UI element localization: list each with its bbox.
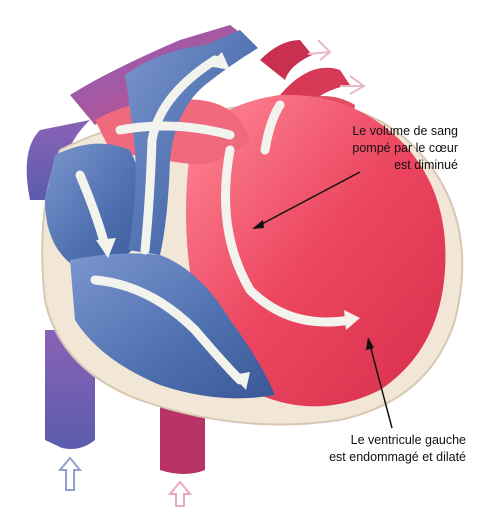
left-ventricle-label-line: Le ventricule gauche [329, 432, 466, 449]
blood-volume-label-line: est diminué [352, 157, 458, 174]
left-ventricle-label-line: est endommagé et dilaté [329, 449, 466, 466]
outline-arrow-aorta [170, 482, 190, 506]
outline-arrow-top-right [308, 40, 330, 60]
blood-volume-label-line: Le volume de sang [352, 123, 458, 140]
left-ventricle-label: Le ventricule gauche est endommagé et di… [329, 432, 466, 466]
blood-volume-label: Le volume de sang pompé par le cœur est … [352, 123, 458, 174]
outline-arrow-vena-cava [60, 458, 80, 490]
aorta-branch-1 [260, 40, 312, 80]
blood-volume-label-line: pompé par le cœur [352, 140, 458, 157]
